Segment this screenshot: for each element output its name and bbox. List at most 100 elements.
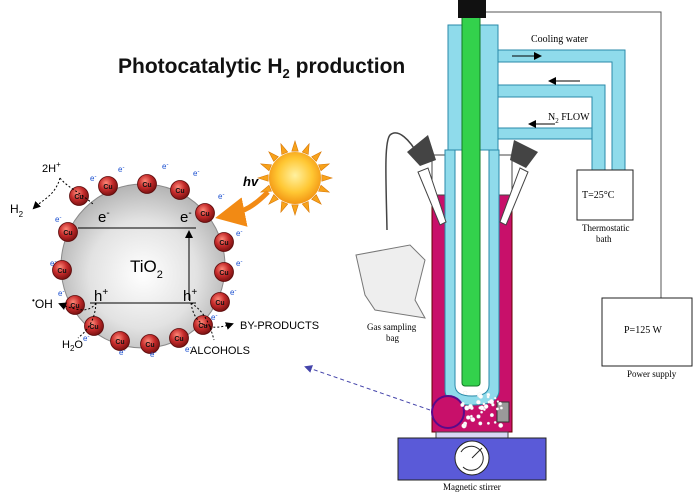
cu-nanoparticle: Cu e- — [137, 162, 168, 194]
cu-label: Cu — [89, 324, 98, 331]
catalyst-particle-dot — [460, 403, 465, 407]
catalyst-particle-dot — [478, 406, 482, 410]
sun-ray — [311, 151, 322, 162]
suspended-particles — [460, 390, 504, 429]
zoom-link-arrow — [304, 365, 431, 411]
cu-label: Cu — [115, 339, 124, 346]
catalyst-particle-dot — [489, 399, 494, 405]
n2-inlet-pipe — [497, 127, 593, 140]
catalyst-particle-dot — [480, 410, 483, 414]
sun-ray — [280, 201, 289, 214]
power-wire — [471, 11, 662, 298]
sun-ray — [301, 142, 310, 155]
power-supply — [601, 297, 693, 367]
byproducts-label: BY-PRODUCTS — [240, 320, 319, 332]
catalyst-particle-dot — [463, 423, 467, 427]
thermocouple — [496, 401, 510, 423]
catalyst-particle-dot — [463, 390, 468, 395]
cu-label: Cu — [103, 184, 112, 191]
cu-nanoparticle: Cue- — [98, 165, 124, 196]
h2o-label: H2O — [62, 339, 83, 353]
cu-label: Cu — [219, 270, 228, 277]
light-arrow — [215, 190, 270, 227]
cu-nanoparticle: Cue- — [195, 192, 224, 223]
gas-tubing — [385, 132, 419, 231]
n2-flow-label: N2 FLOW — [548, 112, 590, 125]
cu-nanoparticles: Cue-Cue-Cue-Cue-Cue-Cue-Cue-Cue-Cue-Cue-… — [50, 162, 242, 359]
catalyst-particle-dot — [496, 400, 500, 403]
hv-label: hv — [243, 174, 259, 189]
electron-small-label: e- — [193, 169, 199, 178]
sun-ray — [318, 184, 331, 193]
left-stopper — [407, 135, 436, 166]
electron-small-label: e- — [50, 259, 56, 268]
catalyst-particle-dot — [478, 394, 484, 399]
cu-nanoparticle: Cue- — [55, 215, 78, 242]
tio2-label: TiO2 — [130, 257, 163, 281]
catalyst-particle-dot — [498, 423, 504, 428]
catalyst-particle-dot — [470, 414, 473, 418]
stir-bar-circle — [431, 395, 465, 429]
cooling-water-label: Cooling water — [531, 34, 589, 45]
catalyst-particle-dot — [486, 395, 490, 399]
sun-ray — [301, 201, 310, 214]
right-side-arm — [499, 167, 529, 226]
catalyst-particle-dot — [478, 421, 483, 426]
cu-nanoparticle: Cue- — [169, 328, 191, 354]
catalyst-particle-dot — [498, 401, 502, 406]
h2-label: H2 — [10, 202, 24, 219]
electron-small-label: e- — [150, 350, 156, 359]
cu-label: Cu — [219, 240, 228, 247]
cu-label: Cu — [57, 268, 66, 275]
cu-label: Cu — [145, 342, 154, 349]
sun-icon — [257, 140, 333, 216]
hydroxyl-radical-label: •OH — [32, 296, 53, 311]
reactor-apparatus — [355, 0, 693, 481]
stirrer-dial-arc — [460, 445, 484, 471]
cu-nanoparticle: Cue- — [193, 313, 217, 335]
catalyst-particle-dot — [493, 421, 497, 424]
right-stopper — [510, 140, 538, 168]
hole-label-left: h+ — [94, 287, 108, 305]
sun-ray — [280, 142, 289, 155]
electron-label-left: e- — [98, 208, 110, 226]
electron-small-label: e- — [236, 259, 242, 268]
cu-label: Cu — [70, 303, 79, 310]
electron-small-label: e- — [55, 215, 61, 224]
left-side-arm — [417, 167, 447, 226]
cu-nanoparticle: Cu e- — [58, 289, 85, 315]
power-value: P=125 W — [624, 325, 663, 336]
electron-small-label: e- — [90, 174, 96, 183]
diagram-title: Photocatalytic H2 production — [118, 55, 405, 81]
sun-ray — [291, 204, 299, 216]
cu-label: Cu — [63, 230, 72, 237]
h2-evolution-arrow — [32, 177, 61, 210]
bath-label-2: bath — [596, 234, 612, 244]
catalyst-particle-dot — [495, 407, 499, 411]
electron-small-label: e- — [185, 345, 191, 354]
electron-small-label: e- — [236, 229, 242, 238]
cu-label: Cu — [74, 194, 83, 201]
electron-small-label: e- — [230, 288, 236, 297]
electron-small-label: e- — [211, 313, 217, 322]
bath-label-1: Thermostatic — [582, 223, 629, 233]
catalyst-particle-dot — [470, 417, 476, 422]
sun-ray — [268, 151, 279, 162]
uv-lamp — [461, 13, 481, 387]
electron-small-label: e- — [58, 289, 64, 298]
cu-label: Cu — [142, 182, 151, 189]
cu-nanoparticle: Cu e- — [214, 259, 242, 282]
catalyst-particle-dot — [482, 402, 486, 406]
bath-temperature: T=25°C — [582, 190, 615, 201]
cu-nanoparticle: Cue- — [170, 169, 199, 200]
cu-nanoparticle: Cue- — [110, 331, 130, 357]
sun-ray — [318, 163, 331, 172]
gas-sampling-bag — [355, 244, 426, 319]
water-oxidation-path — [77, 302, 97, 339]
catalyst-particle-dot — [493, 396, 497, 400]
catalyst-particle-dot — [499, 406, 503, 410]
electron-small-label: e- — [162, 162, 168, 171]
stirrer-label: Magnetic stirrer — [443, 482, 501, 492]
sun-ray — [291, 140, 299, 152]
